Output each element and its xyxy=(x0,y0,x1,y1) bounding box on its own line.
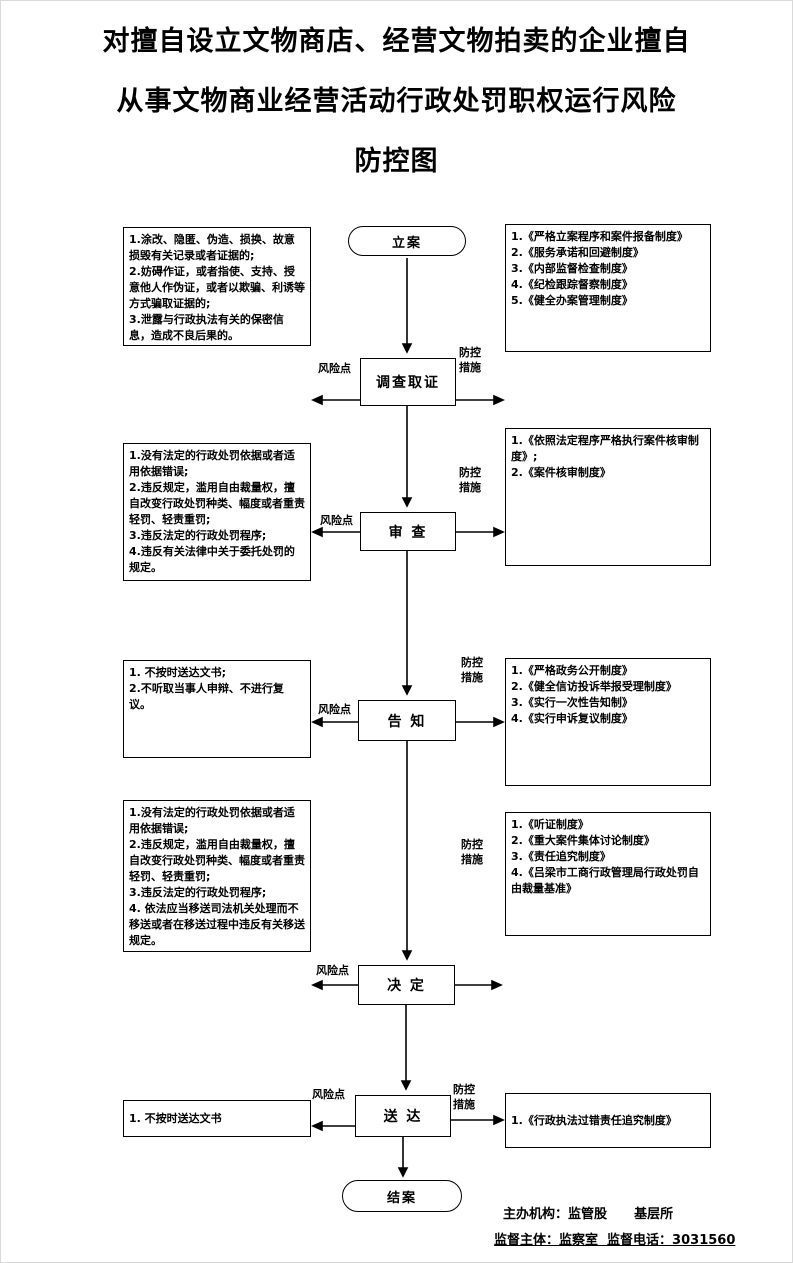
flow-node-decision: 决 定 xyxy=(358,965,455,1005)
control-measure-label-1: 防控 措施 xyxy=(459,346,481,374)
flow-node-notification: 告 知 xyxy=(358,700,456,741)
risk-point-label-2: 风险点 xyxy=(320,514,353,527)
risk-box-decision: 1.没有法定的行政处罚依据或者适用依据错误; 2.违反规定，滥用自由裁量权，擅自… xyxy=(123,800,311,952)
page-title: 对擅自设立文物商店、经营文物拍卖的企业擅自 从事文物商业经营活动行政处罚职权运行… xyxy=(0,12,793,192)
flow-node-end: 结案 xyxy=(342,1180,462,1212)
control-box-decision: 1.《听证制度》 2.《重大案件集体讨论制度》 3.《责任追究制度》 4.《吕梁… xyxy=(505,812,711,936)
control-measure-label-5: 防控 措施 xyxy=(453,1083,475,1111)
control-box-notification: 1.《严格政务公开制度》 2.《健全信访投诉举报受理制度》 3.《实行一次性告知… xyxy=(505,658,711,786)
risk-point-label-1: 风险点 xyxy=(318,362,351,375)
control-measure-label-4: 防控 措施 xyxy=(461,838,483,866)
flow-node-start: 立案 xyxy=(348,226,466,256)
risk-box-review: 1.没有法定的行政处罚依据或者适用依据错误; 2.违反规定，滥用自由裁量权，擅自… xyxy=(123,443,311,581)
risk-point-label-3: 风险点 xyxy=(318,703,351,716)
control-box-investigation: 1.《严格立案程序和案件报备制度》 2.《服务承诺和回避制度》 3.《内部监督检… xyxy=(505,224,711,352)
flow-node-review: 审 查 xyxy=(360,512,456,551)
title-line-1: 对擅自设立文物商店、经营文物拍卖的企业擅自 xyxy=(102,26,691,57)
risk-box-investigation: 1.涂改、隐匿、伪造、损换、故意损毁有关记录或者证据的; 2.妨碍作证，或者指使… xyxy=(123,227,311,346)
control-measure-label-3: 防控 措施 xyxy=(461,656,483,684)
risk-point-label-4: 风险点 xyxy=(316,964,349,977)
risk-box-notification: 1. 不按时送达文书; 2.不听取当事人申辩、不进行复议。 xyxy=(123,660,311,758)
control-box-review: 1.《依照法定程序严格执行案件核审制度》; 2.《案件核审制度》 xyxy=(505,428,711,566)
control-box-delivery: 1.《行政执法过错责任追究制度》 xyxy=(505,1093,711,1148)
control-measure-label-2: 防控 措施 xyxy=(459,466,481,494)
title-line-3: 防控图 xyxy=(354,146,439,177)
flow-node-investigation: 调查取证 xyxy=(360,358,456,406)
risk-box-delivery: 1. 不按时送达文书 xyxy=(123,1100,311,1137)
title-line-2: 从事文物商业经营活动行政处罚职权运行风险 xyxy=(116,86,677,117)
flow-node-delivery: 送 达 xyxy=(355,1095,451,1137)
footer-organizer: 主办机构：监管股 基层所 xyxy=(503,1207,674,1222)
footer-supervisor: 监督主体：监察室 监督电话：3031560 xyxy=(494,1233,736,1248)
risk-point-label-5: 风险点 xyxy=(312,1088,345,1101)
